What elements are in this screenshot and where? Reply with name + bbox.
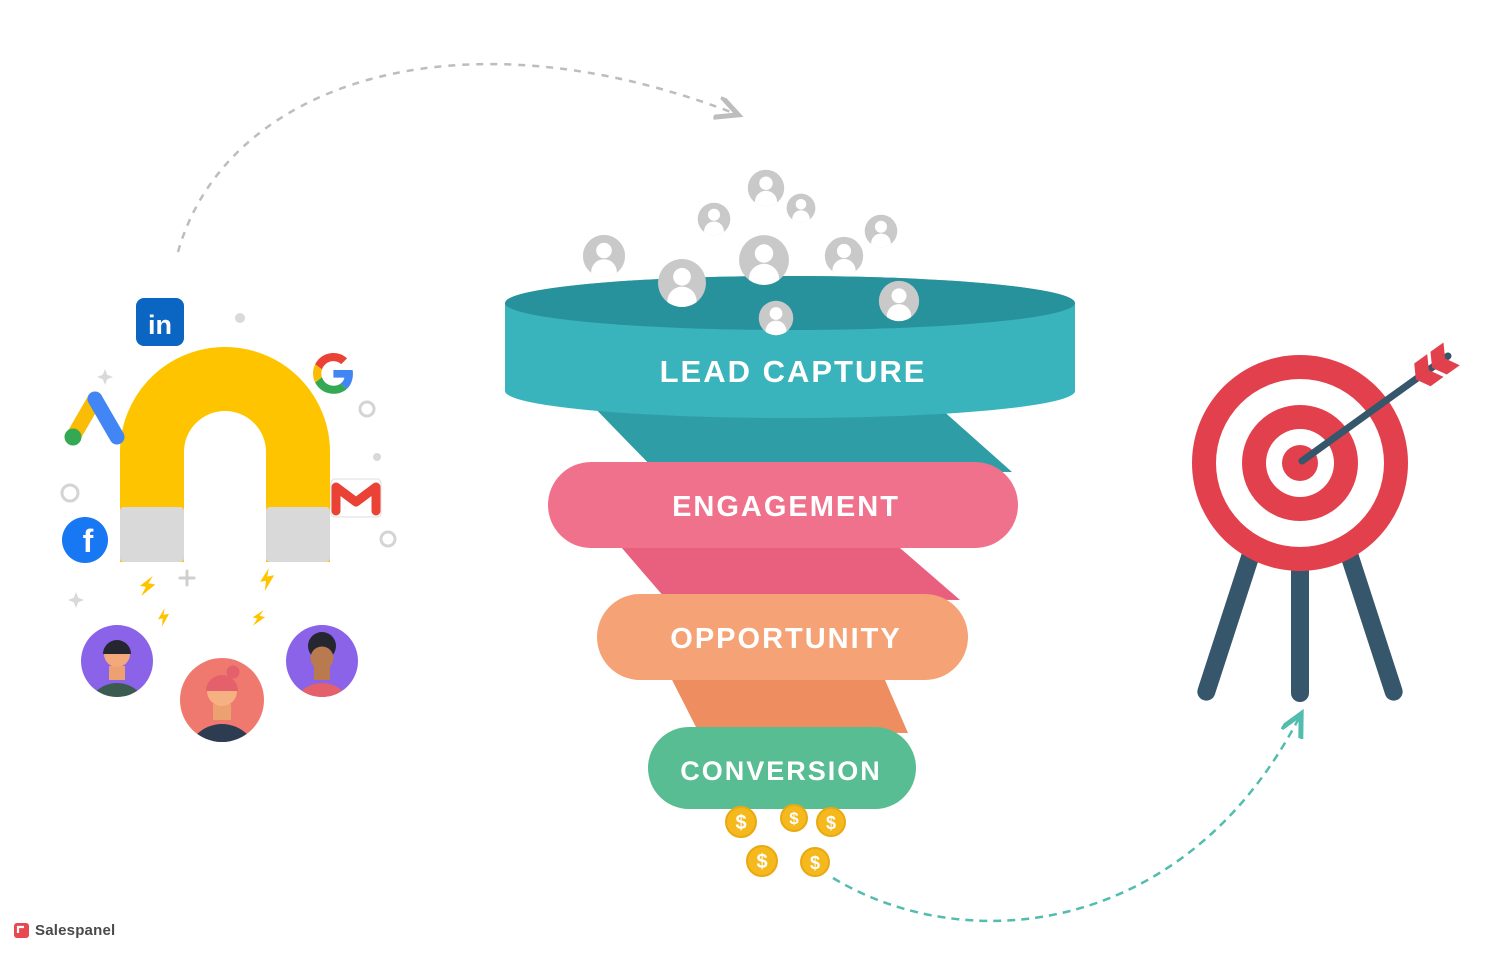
dart-arrow-icon (1298, 342, 1460, 465)
facebook-icon: f (62, 517, 108, 563)
funnel-fold (668, 672, 908, 733)
funnel-fold (615, 540, 960, 600)
user-icon (698, 203, 731, 242)
funnel-stage-label: CONVERSION (680, 756, 882, 786)
flow-arrows (176, 62, 1300, 923)
target-leg (1291, 552, 1309, 702)
funnel-stage-opportunity: OPPORTUNITY (597, 594, 968, 680)
coins-group: $ $ $ $ $ (725, 804, 846, 877)
target-leg (1197, 547, 1260, 701)
dollar-coin: $ (780, 804, 808, 832)
user-icon (583, 235, 625, 285)
funnel-stage-lead-capture: LEAD CAPTURE (505, 276, 1075, 418)
linkedin-icon: in (136, 298, 184, 346)
facebook-label: f (83, 523, 94, 559)
dollar-coin: $ (746, 845, 778, 877)
lead-avatar (81, 625, 153, 697)
decor-dots (60, 313, 397, 608)
lightning-icons (138, 567, 277, 628)
lightning-icon (138, 574, 157, 599)
funnel-stage-label: OPPORTUNITY (670, 623, 901, 655)
funnel-stage-label: ENGAGEMENT (672, 491, 900, 523)
lightning-icon (250, 608, 267, 628)
funnel-stage-engagement: ENGAGEMENT (548, 462, 1018, 548)
arrow-leads-to-funnel (176, 62, 736, 253)
target-leg (1340, 547, 1403, 701)
svg-text:$: $ (756, 851, 767, 873)
lightning-icon (258, 567, 277, 592)
dollar-coin: $ (816, 807, 846, 837)
funnel-stage-conversion: CONVERSION (648, 727, 916, 809)
funnel-fold (585, 398, 1012, 472)
brand-logo-text: Salespanel (35, 922, 116, 939)
google-icon (313, 353, 353, 394)
user-icon (865, 215, 898, 254)
funnel-group: ENGAGEMENT OPPORTUNITY CONVERSION LEAD C… (505, 170, 1075, 877)
linkedin-label: in (148, 310, 172, 340)
magnet-tip (120, 507, 184, 562)
google-ads-icon (64, 391, 125, 446)
svg-text:$: $ (810, 853, 820, 873)
svg-text:$: $ (735, 812, 746, 834)
svg-text:$: $ (826, 813, 836, 833)
dollar-coin: $ (725, 806, 757, 838)
lead-avatar (286, 625, 358, 697)
lightning-icon (156, 607, 172, 628)
salespanel-logo-icon (14, 923, 29, 938)
lead-avatar (180, 658, 264, 742)
plus-icon (178, 569, 196, 587)
magnet-tip (266, 507, 330, 562)
gmail-icon (330, 478, 382, 518)
dollar-coin: $ (800, 847, 830, 877)
user-icon (787, 194, 816, 228)
svg-text:$: $ (789, 809, 799, 828)
target-group (1192, 342, 1460, 702)
brand-logo: Salespanel (13, 922, 115, 939)
lead-magnet-group: in f (60, 298, 397, 742)
funnel-stage-label: LEAD CAPTURE (660, 354, 927, 389)
sparkle-icon (68, 592, 84, 608)
funnel-opening (505, 276, 1075, 330)
magnet-icon (120, 347, 330, 562)
user-icon (825, 237, 863, 282)
sparkle-icon (97, 369, 113, 385)
user-icon (748, 170, 784, 213)
